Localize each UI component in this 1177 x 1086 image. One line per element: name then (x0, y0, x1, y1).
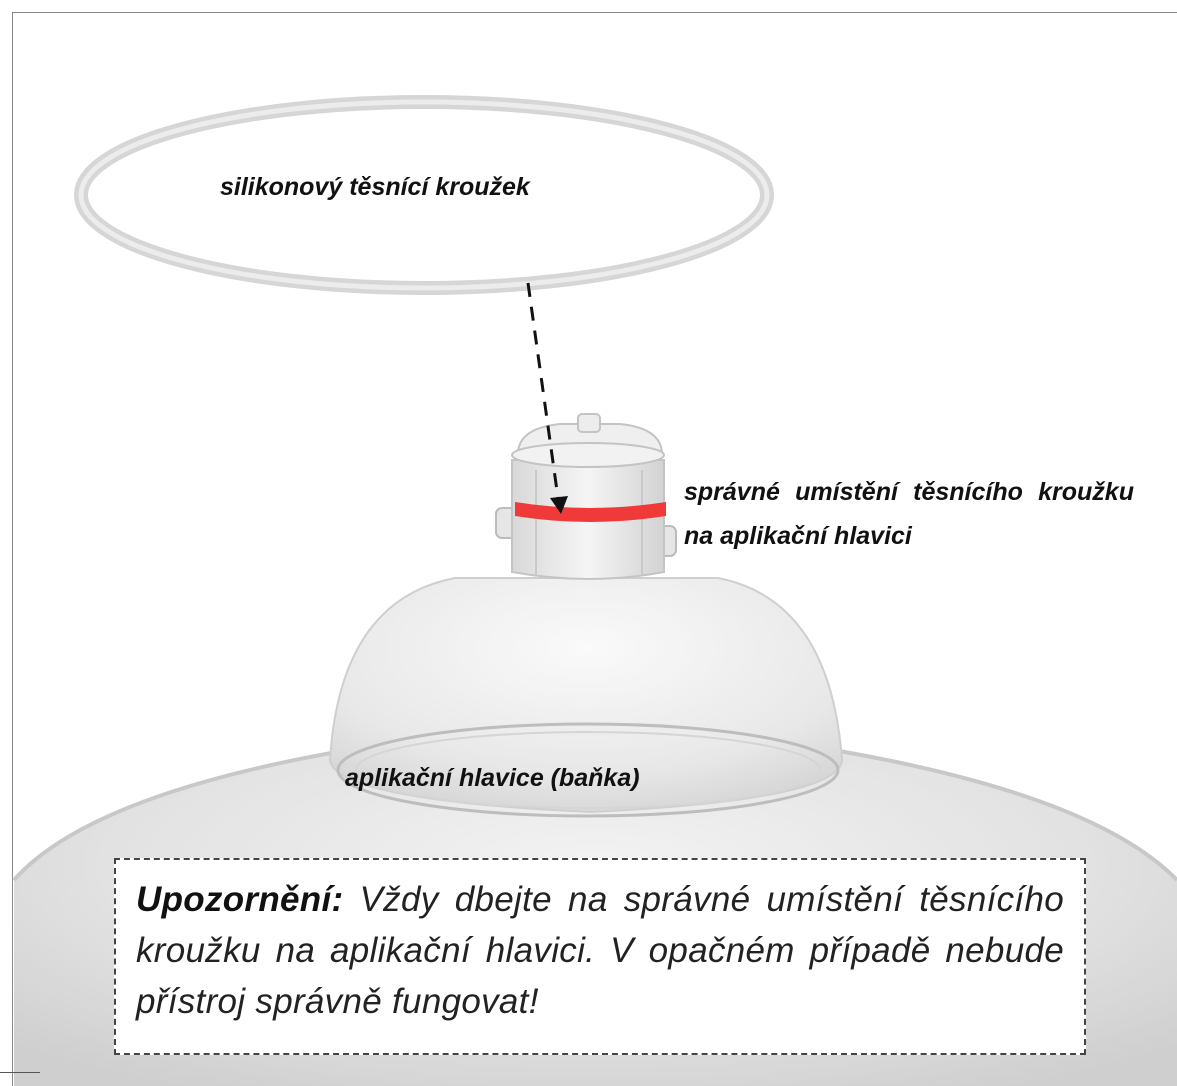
placement-arrow-line (526, 282, 560, 499)
neck-top-ellipse (511, 442, 665, 468)
correct-placement-label: správné umístění těsnícího kroužku na ap… (684, 478, 1134, 550)
application-head-label: aplikační hlavice (baňka) (345, 764, 640, 792)
nozzle-tip (577, 413, 601, 433)
silicone-ring-label: silikonový těsnící kroužek (220, 173, 530, 201)
placement-arrow-head (550, 496, 568, 514)
application-head-inner-rim (355, 731, 821, 809)
application-head-opening (336, 722, 840, 818)
warning-notice-text: Vždy dbejte na správné umístění těsnícíh… (136, 880, 1064, 1021)
frame-bottom-edge (0, 1072, 40, 1073)
silicone-seal-ring-highlight (78, 99, 770, 291)
warning-notice-box: Upozornění: Vždy dbejte na správné umíst… (114, 858, 1086, 1055)
warning-notice-title: Upozornění: (136, 880, 344, 919)
seal-ring-placement-band (515, 502, 666, 522)
